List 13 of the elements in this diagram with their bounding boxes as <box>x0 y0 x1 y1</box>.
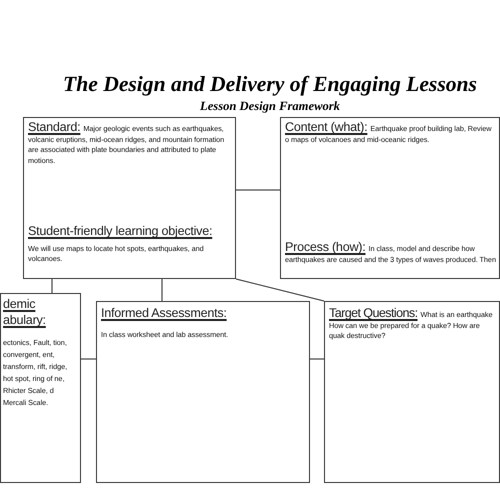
section-heading: Student-friendly learning objective: <box>28 223 212 239</box>
framework-box <box>280 117 500 279</box>
framework-box <box>96 301 310 483</box>
connector-line <box>80 358 96 360</box>
connector-line <box>310 358 324 360</box>
subtitle: Lesson Design Framework <box>200 100 340 113</box>
framework-box <box>324 301 500 483</box>
diagram-title: The Design and Delivery of Engaging Lessons <box>63 72 477 96</box>
framework-box <box>0 293 81 483</box>
connector-line <box>236 278 324 302</box>
section-heading: Informed Assessments: <box>101 305 227 321</box>
framework-box <box>23 117 236 279</box>
section-heading: demic abulary: <box>3 296 47 328</box>
